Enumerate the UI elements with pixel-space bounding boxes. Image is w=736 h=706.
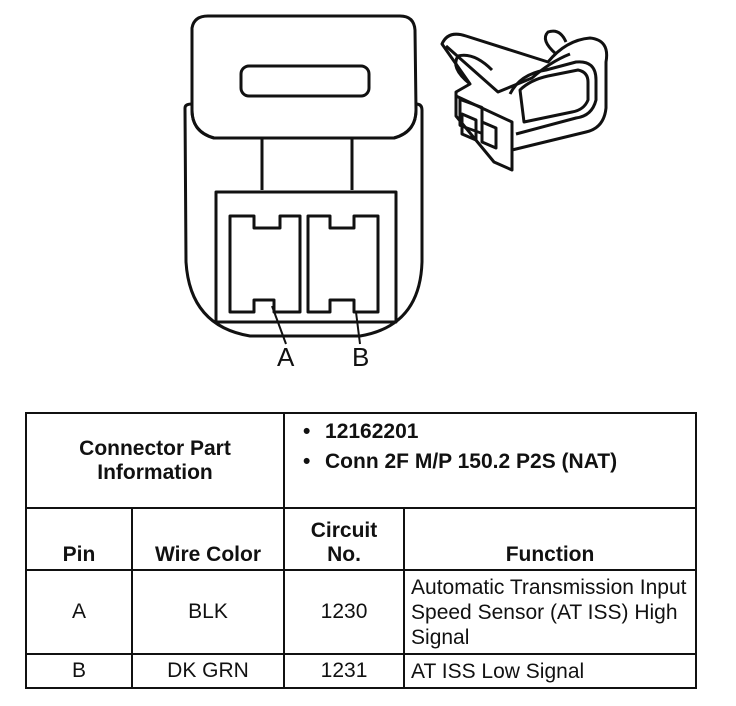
row-a-circuit-no: 1230 xyxy=(283,569,406,655)
header-wire-color: Wire Color xyxy=(130,507,286,571)
header-pin: Pin xyxy=(25,507,133,571)
cavity-a xyxy=(228,214,302,314)
part-number: 12162201 xyxy=(303,420,689,444)
leader-line-b xyxy=(355,311,361,345)
table-row: A BLK 1230 Automatic Transmission Input … xyxy=(25,569,698,655)
latch-slot xyxy=(239,64,371,98)
row-a-pin: A xyxy=(25,569,133,655)
part-info-row: Connector Part Information 12162201 Conn… xyxy=(24,412,698,509)
connector-description: Conn 2F M/P 150.2 P2S (NAT) xyxy=(303,450,689,474)
row-a-function: Automatic Transmission Input Speed Senso… xyxy=(403,569,698,655)
part-info-label: Connector Part Information xyxy=(24,412,286,509)
row-a-wire-color: BLK xyxy=(130,569,286,655)
table-row: B DK GRN 1231 AT ISS Low Signal xyxy=(25,653,698,689)
row-b-wire-color: DK GRN xyxy=(130,653,286,689)
connector-body xyxy=(183,102,424,338)
terminal-cavity xyxy=(214,190,398,324)
header-function: Function xyxy=(403,507,698,571)
row-b-function: AT ISS Low Signal xyxy=(403,653,698,689)
leader-line-a xyxy=(271,305,287,345)
connector-diagram: A B xyxy=(183,14,609,372)
connector-isometric-view xyxy=(440,29,609,172)
cavity-b xyxy=(306,214,380,314)
pin-label-b: B xyxy=(352,342,370,372)
row-b-pin: B xyxy=(25,653,133,689)
row-b-circuit-no: 1231 xyxy=(283,653,406,689)
connector-info-table: Connector Part Information 12162201 Conn… xyxy=(24,412,698,689)
connector-latch xyxy=(190,14,418,140)
header-circuit-no: Circuit No. xyxy=(283,507,406,571)
part-info-list: 12162201 Conn 2F M/P 150.2 P2S (NAT) xyxy=(283,412,698,509)
connector-face-view xyxy=(183,14,609,345)
header-row: Pin Wire Color Circuit No. Function xyxy=(25,507,698,571)
pin-label-a: A xyxy=(277,342,295,372)
